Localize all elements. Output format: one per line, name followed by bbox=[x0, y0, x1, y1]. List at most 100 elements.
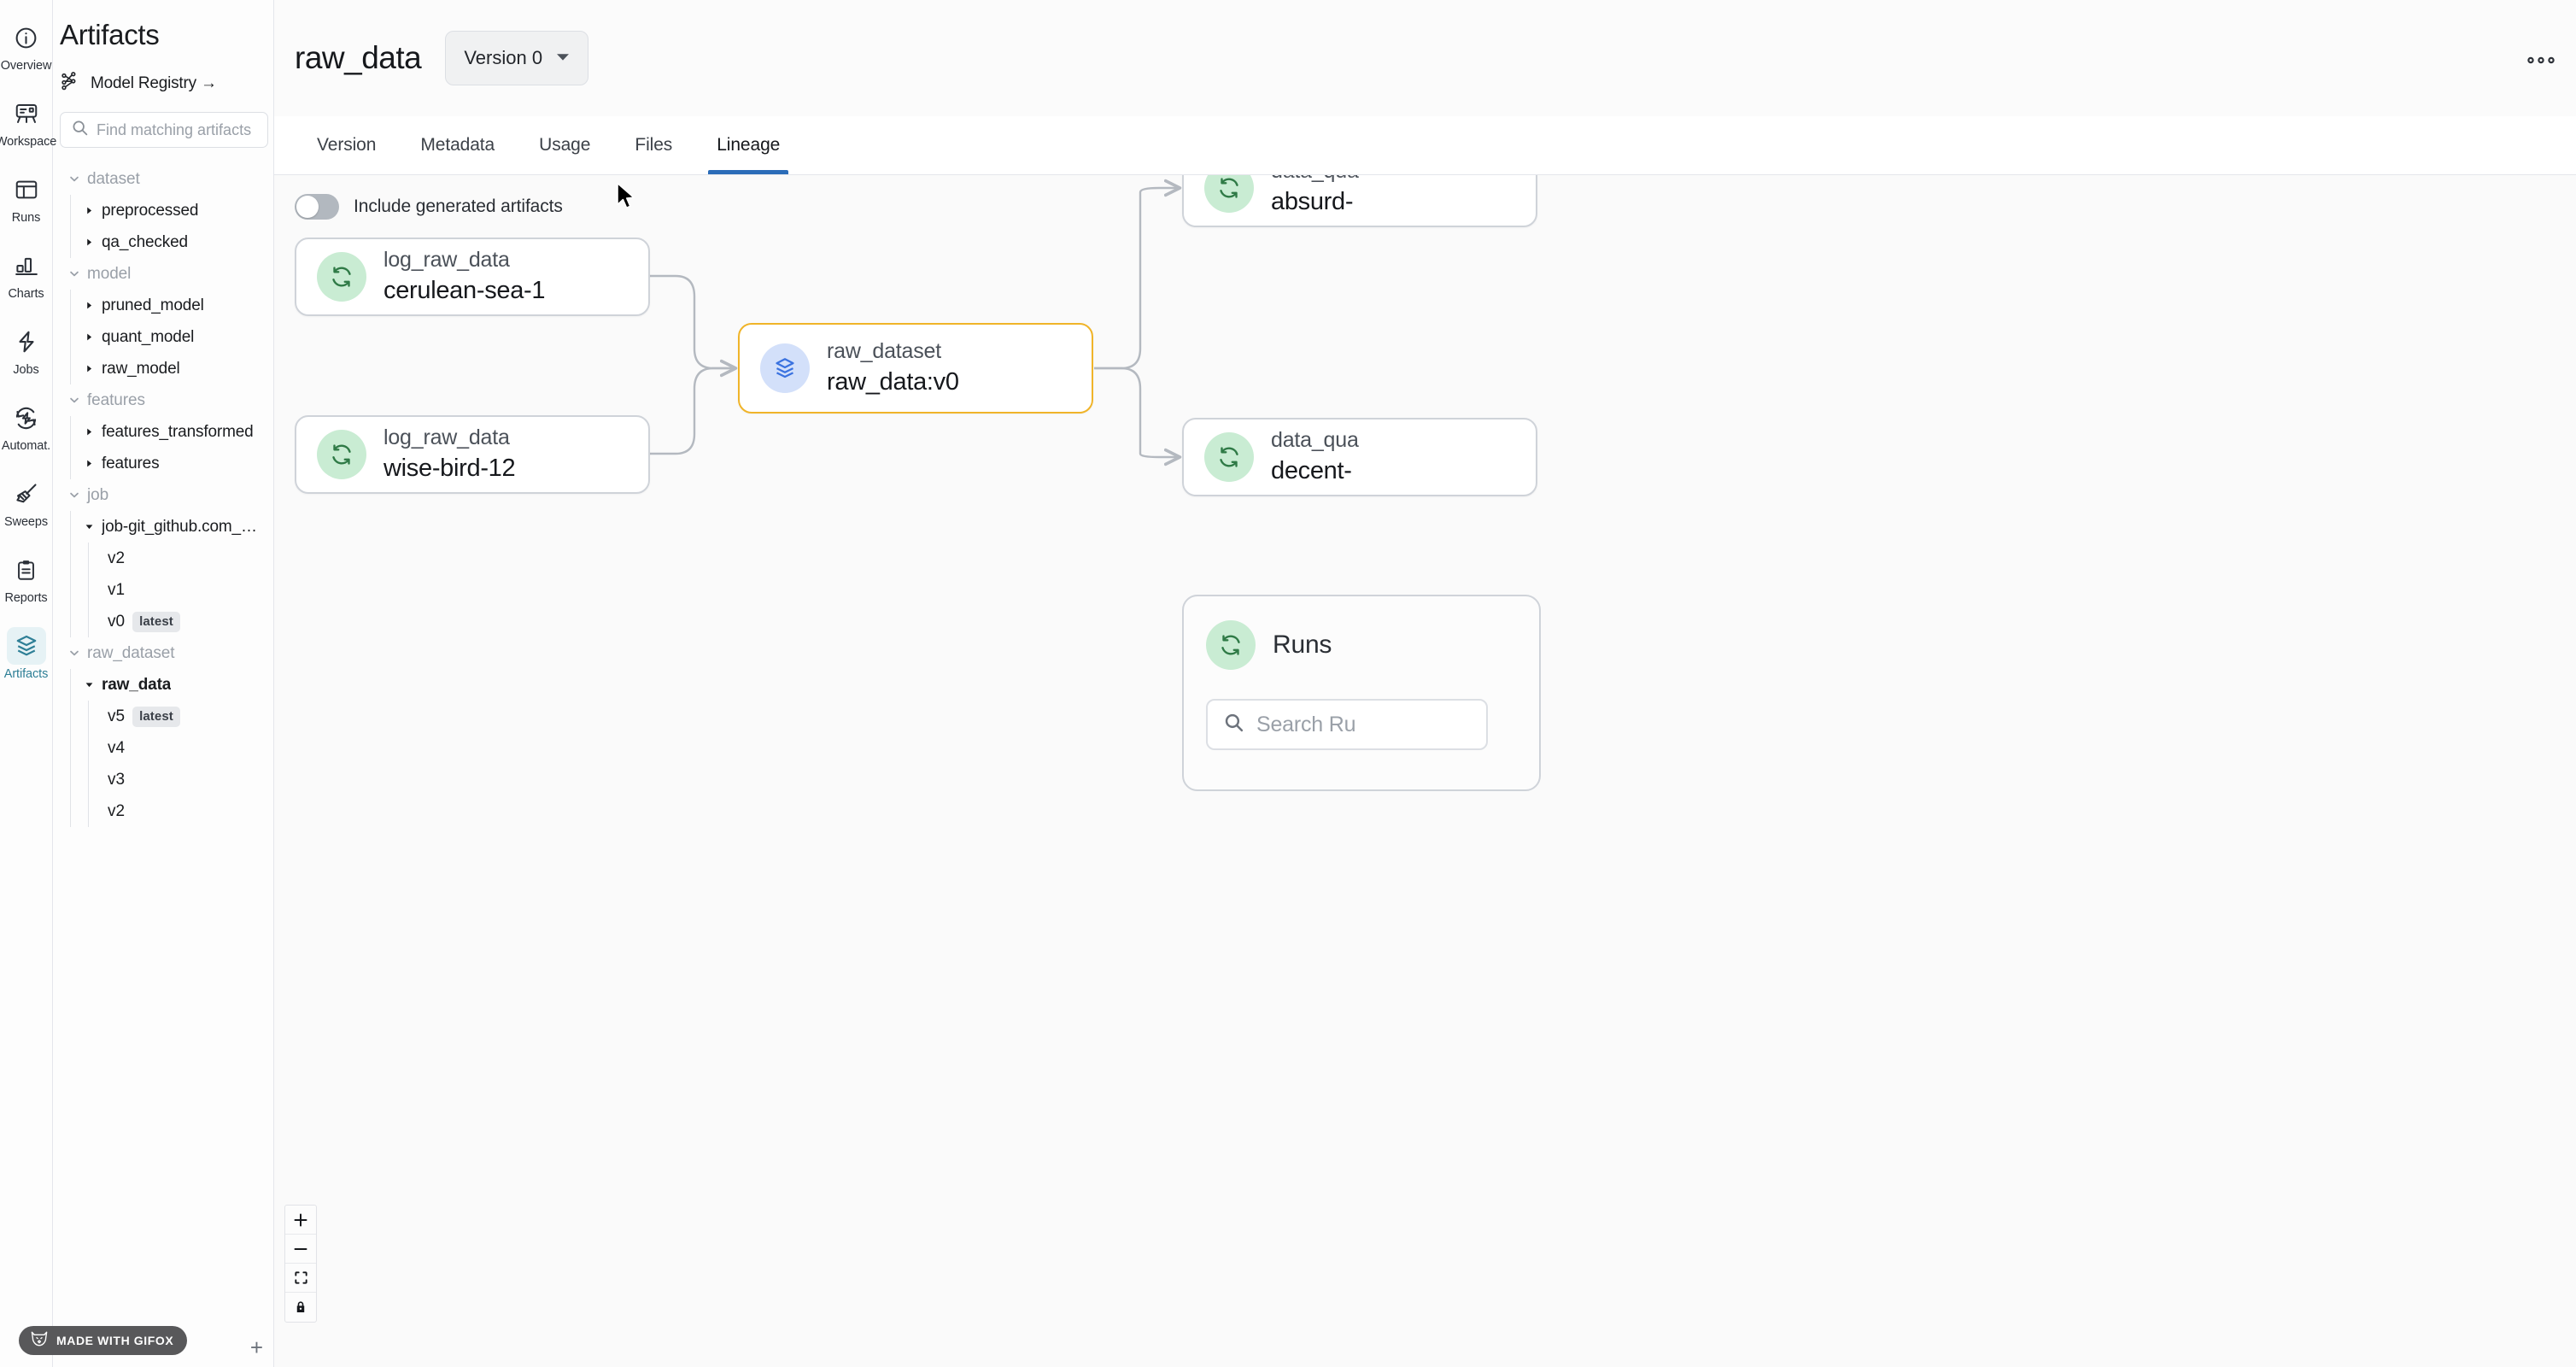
node-title: decent- bbox=[1271, 457, 1352, 485]
artifact-title: raw_data bbox=[295, 40, 422, 75]
version-item[interactable]: v3 bbox=[89, 764, 266, 795]
chevron-right-icon bbox=[83, 331, 95, 343]
run-refresh-icon bbox=[317, 252, 366, 302]
zoom-in-button[interactable] bbox=[285, 1206, 316, 1235]
tab-files[interactable]: Files bbox=[635, 135, 673, 155]
chevron-right-icon bbox=[83, 237, 95, 248]
runs-search-box[interactable]: Search Ru bbox=[1206, 699, 1488, 750]
add-artifact-button[interactable]: + bbox=[249, 1335, 263, 1360]
bolt-icon bbox=[7, 323, 46, 361]
version-label: v5 bbox=[108, 707, 126, 725]
tab-usage[interactable]: Usage bbox=[539, 135, 591, 155]
version-item[interactable]: v5 latest bbox=[89, 701, 266, 732]
search-input[interactable] bbox=[97, 120, 257, 139]
tree-item-quant-model[interactable]: quant_model bbox=[71, 321, 266, 353]
nav-item-artifacts[interactable]: Artifacts bbox=[2, 627, 51, 681]
artifacts-sidebar: Artifacts Model Registry → bbox=[53, 0, 274, 1367]
tree-item-pruned-model[interactable]: pruned_model bbox=[71, 290, 266, 321]
lock-button[interactable] bbox=[285, 1293, 316, 1322]
version-item[interactable]: v0 latest bbox=[89, 606, 266, 637]
nav-item-reports[interactable]: Reports bbox=[2, 551, 51, 605]
chevron-right-icon bbox=[83, 363, 95, 374]
node-text: raw_dataset raw_data:v0 bbox=[827, 337, 959, 398]
tree-group-label: model bbox=[87, 264, 132, 283]
tree-group-label: features bbox=[87, 390, 145, 409]
tree-item-label: preprocessed bbox=[102, 201, 199, 220]
artifact-tabs: Version Metadata Usage Files Lineage bbox=[274, 116, 2576, 175]
nav-label: Reports bbox=[4, 591, 48, 605]
caret-down-filled-icon bbox=[83, 521, 95, 532]
lineage-node-run-cerulean-sea-1[interactable]: log_raw_data cerulean-sea-1 bbox=[295, 238, 650, 316]
include-generated-artifacts-toggle[interactable] bbox=[295, 194, 339, 220]
node-title: cerulean-sea-1 bbox=[383, 277, 546, 305]
node-text: data_qua decent- bbox=[1271, 426, 1359, 487]
version-label: v0 bbox=[108, 612, 126, 631]
tree-item-preprocessed[interactable]: preprocessed bbox=[71, 195, 266, 226]
run-refresh-icon bbox=[1206, 620, 1256, 670]
model-registry-icon bbox=[60, 70, 82, 97]
info-circle-icon bbox=[7, 19, 46, 56]
nav-item-overview[interactable]: Overview bbox=[1, 19, 51, 73]
artifact-search-box[interactable] bbox=[60, 112, 268, 148]
tab-lineage[interactable]: Lineage bbox=[694, 116, 802, 174]
lineage-node-run-wise-bird-12[interactable]: log_raw_data wise-bird-12 bbox=[295, 415, 650, 494]
lineage-node-run-decent[interactable]: data_qua decent- bbox=[1182, 418, 1537, 496]
tree-item-features[interactable]: features bbox=[71, 448, 266, 479]
automation-icon bbox=[7, 399, 46, 437]
fox-icon bbox=[30, 1330, 49, 1352]
tree-group-job[interactable]: job bbox=[60, 479, 266, 511]
chevron-right-icon bbox=[83, 458, 95, 469]
layers-icon bbox=[6, 627, 46, 665]
version-item[interactable]: v1 bbox=[89, 574, 266, 606]
nav-item-charts[interactable]: Charts bbox=[2, 247, 51, 301]
runs-search-placeholder: Search Ru bbox=[1256, 712, 1356, 736]
lineage-node-run-absurd[interactable]: data_qua absurd- bbox=[1182, 175, 1537, 227]
canvas-zoom-controls bbox=[284, 1205, 317, 1323]
runs-panel[interactable]: Runs Search Ru bbox=[1182, 595, 1541, 791]
tree-item-raw-model[interactable]: raw_model bbox=[71, 353, 266, 384]
nav-label: Charts bbox=[8, 287, 44, 301]
tree-item-features-transformed[interactable]: features_transformed bbox=[71, 416, 266, 448]
tree-item-label: pruned_model bbox=[102, 296, 204, 314]
tree-group-label: dataset bbox=[87, 169, 140, 188]
lineage-canvas[interactable]: Include generated artifacts bbox=[274, 175, 2576, 1367]
tab-version[interactable]: Version bbox=[317, 135, 377, 155]
nav-item-jobs[interactable]: Jobs bbox=[2, 323, 51, 377]
tree-group-raw-dataset[interactable]: raw_dataset bbox=[60, 637, 266, 669]
tree-group-features[interactable]: features bbox=[60, 384, 266, 416]
workspace-icon bbox=[7, 95, 46, 132]
node-title: raw_data:v0 bbox=[827, 368, 959, 396]
tree-children-features: features_transformed features bbox=[70, 416, 266, 479]
nav-item-sweeps[interactable]: Sweeps bbox=[2, 475, 51, 529]
nav-label: Runs bbox=[11, 211, 41, 225]
tree-group-dataset[interactable]: dataset bbox=[60, 163, 266, 195]
runs-panel-header: Runs bbox=[1206, 620, 1539, 670]
tree-item-job-git[interactable]: job-git_github.com_wa… bbox=[71, 511, 266, 543]
tab-metadata[interactable]: Metadata bbox=[420, 135, 495, 155]
tree-item-qa-checked[interactable]: qa_checked bbox=[71, 226, 266, 258]
node-title: wise-bird-12 bbox=[383, 455, 516, 483]
more-horizontal-icon[interactable] bbox=[2526, 52, 2556, 65]
fit-view-button[interactable] bbox=[285, 1264, 316, 1293]
include-generated-artifacts-row: Include generated artifacts bbox=[295, 194, 563, 220]
chevron-down-icon bbox=[68, 173, 80, 185]
zoom-out-button[interactable] bbox=[285, 1235, 316, 1264]
tree-group-label: raw_dataset bbox=[87, 643, 175, 662]
chevron-down-icon bbox=[556, 50, 570, 66]
version-label: v3 bbox=[108, 770, 126, 789]
version-item[interactable]: v4 bbox=[89, 732, 266, 764]
runs-panel-title: Runs bbox=[1273, 631, 1332, 659]
nav-item-workspace[interactable]: Workspace bbox=[0, 95, 56, 149]
node-subtitle: log_raw_data bbox=[383, 425, 510, 450]
latest-badge: latest bbox=[132, 706, 180, 727]
node-text: data_qua absurd- bbox=[1271, 175, 1359, 219]
version-item[interactable]: v2 bbox=[89, 543, 266, 574]
nav-item-automations[interactable]: Automat. bbox=[2, 399, 51, 453]
tree-item-raw-data[interactable]: raw_data bbox=[71, 669, 266, 701]
tree-group-model[interactable]: model bbox=[60, 258, 266, 290]
nav-item-runs[interactable]: Runs bbox=[2, 171, 51, 225]
lineage-node-artifact-raw-data-v0[interactable]: raw_dataset raw_data:v0 bbox=[738, 323, 1093, 414]
model-registry-link[interactable]: Model Registry → bbox=[60, 70, 266, 97]
version-item[interactable]: v2 bbox=[89, 795, 266, 827]
version-selector[interactable]: Version 0 bbox=[445, 31, 589, 85]
